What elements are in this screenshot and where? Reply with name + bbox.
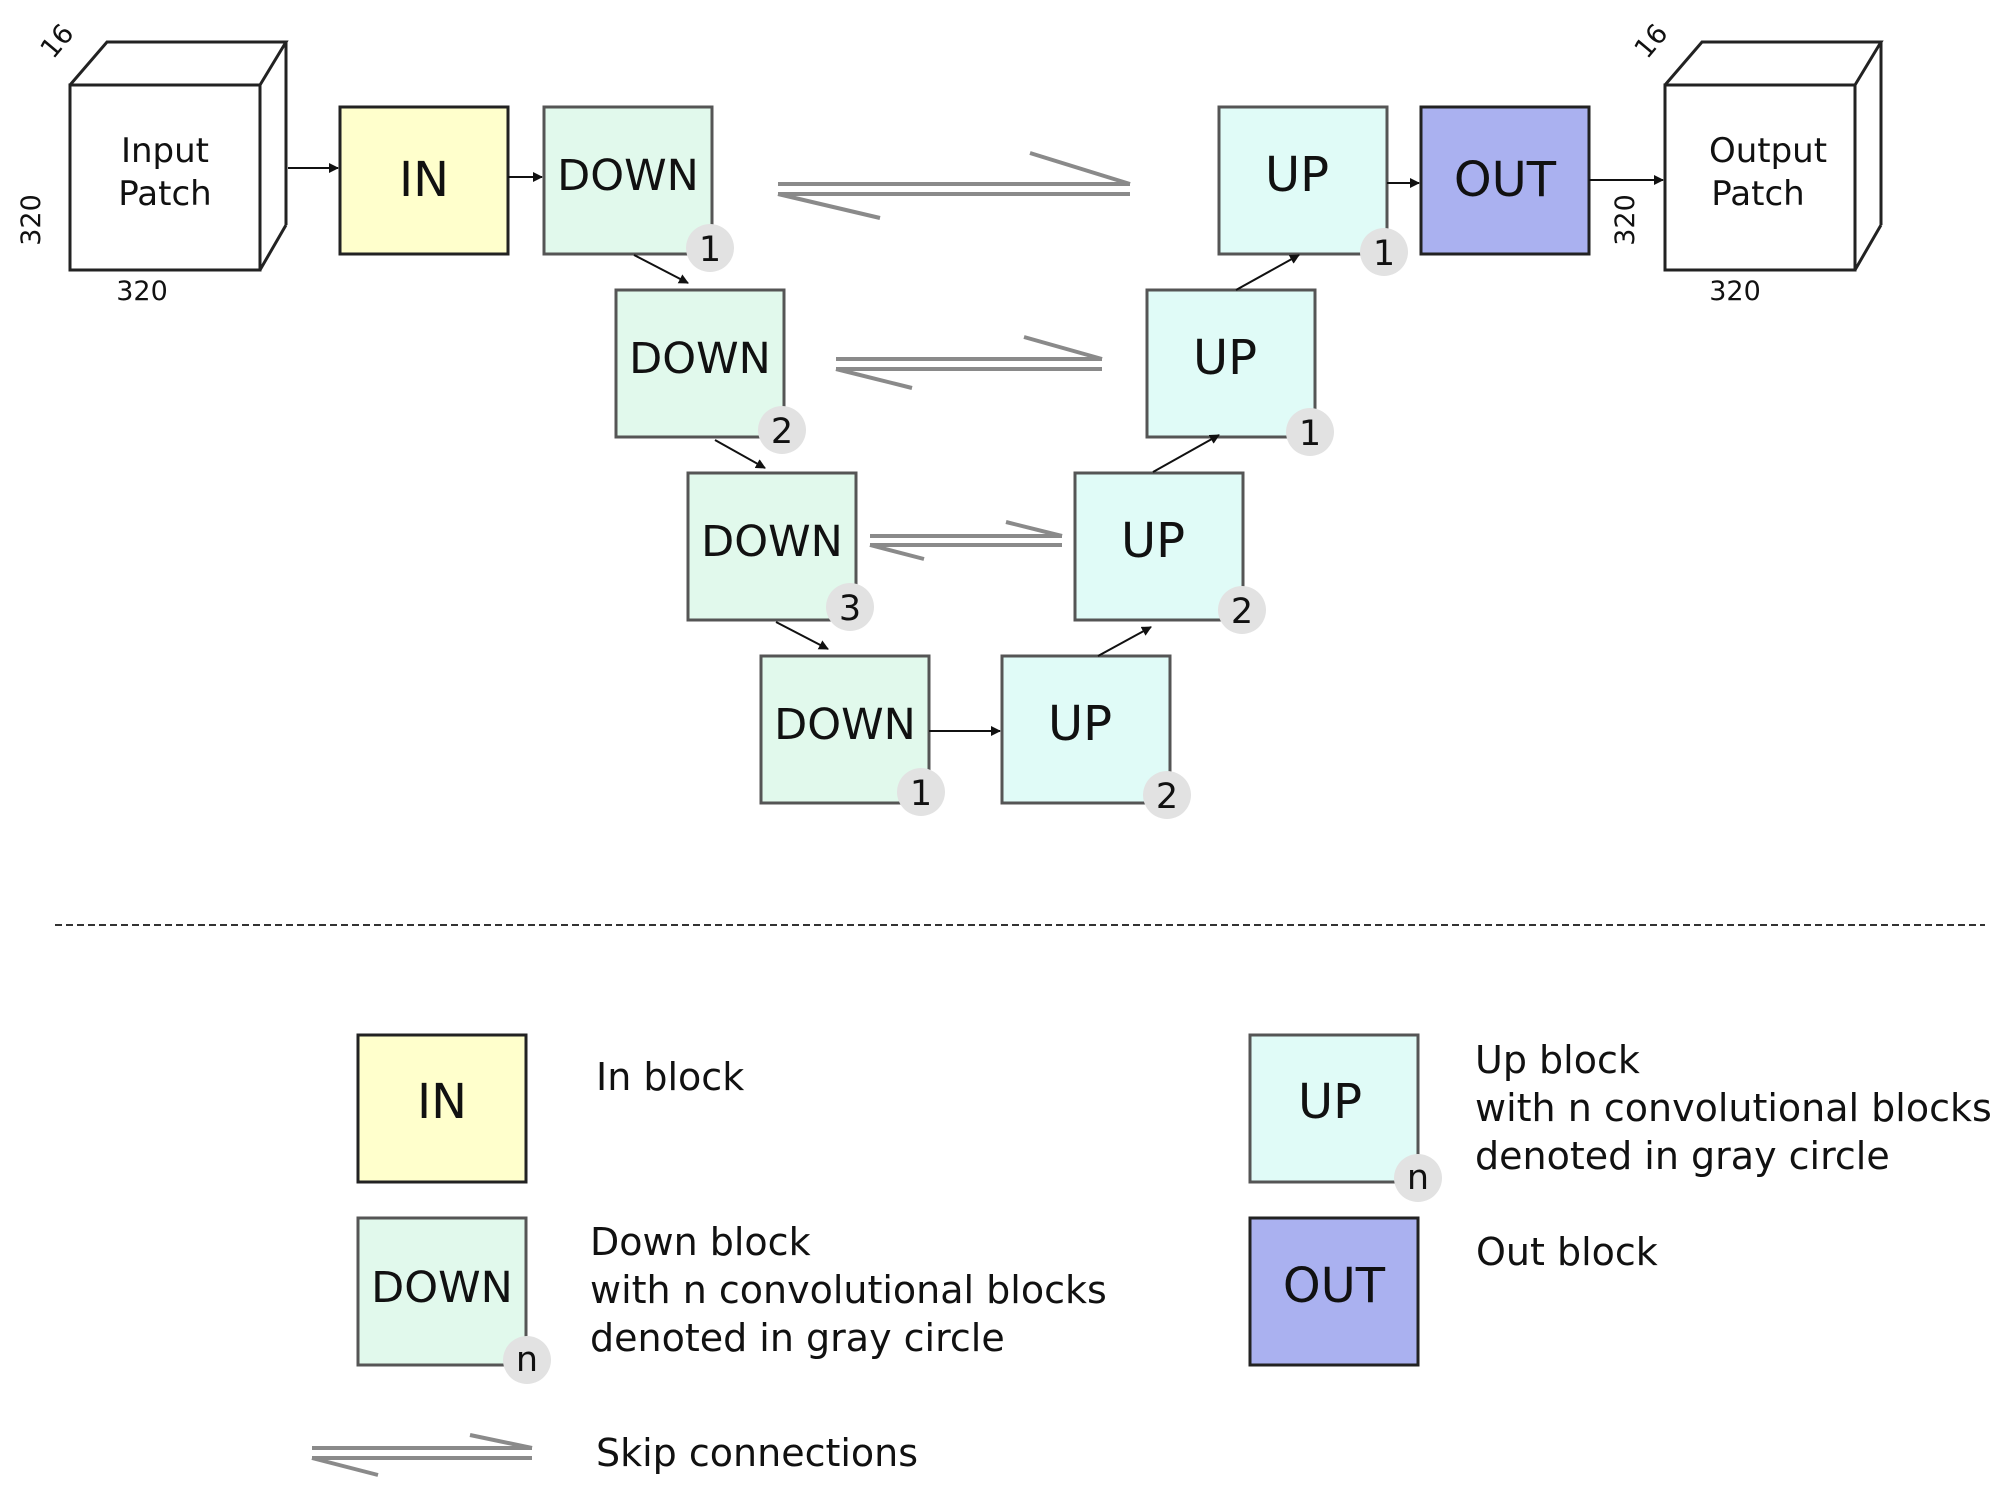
legend-up-badge-text: n [1407, 1158, 1429, 1198]
legend-out-swatch: OUT [1248, 1216, 1420, 1367]
output-patch-label-line2: Patch [1711, 174, 1804, 214]
input-patch-width-label: 320 [116, 276, 168, 307]
up-block-3: UP 2 [1073, 471, 1266, 634]
down-block-3-badge [826, 583, 874, 631]
down-block-1-count: 1 [699, 230, 721, 270]
legend: IN In block DOWN n Down block with n con… [311, 1033, 1992, 1477]
up-block-3-label: UP [1121, 513, 1185, 569]
output-patch-depth-label: 16 [1629, 18, 1675, 64]
down-block-2-badge [758, 406, 806, 454]
legend-in-label: IN [417, 1074, 467, 1130]
down-block-3: DOWN 3 [686, 471, 874, 631]
input-patch-cube-icon [68, 40, 289, 272]
skip-connection-1 [777, 151, 1131, 220]
legend-down-badge-text: n [516, 1340, 538, 1380]
legend-in-description: In block [596, 1055, 744, 1099]
output-patch-label-line1: Output [1709, 131, 1827, 171]
in-block-label: IN [399, 152, 449, 208]
legend-down-badge [503, 1336, 551, 1384]
up-block-1-label: UP [1265, 147, 1329, 203]
input-patch-label-line2: Patch [118, 174, 211, 214]
output-patch-cube-icon [1663, 40, 1884, 272]
legend-down-swatch: DOWN n [356, 1216, 551, 1384]
legend-up-label: UP [1298, 1074, 1362, 1130]
down-block-2-label: DOWN [629, 334, 771, 384]
out-block-label: OUT [1454, 152, 1557, 208]
up-block-bottom: UP 2 [1000, 654, 1191, 819]
up-block-bottom-label: UP [1048, 696, 1112, 752]
up-block-1: UP 1 [1217, 105, 1408, 276]
legend-down-line2: with n convolutional blocks [590, 1268, 1107, 1312]
down-block-4-badge [897, 768, 945, 816]
down-block-4-label: DOWN [774, 700, 916, 750]
input-patch: Input Patch 16 320 320 [16, 18, 289, 307]
skip-connection-2 [835, 335, 1103, 390]
up-block-3-count: 2 [1231, 592, 1253, 632]
down-block-3-count: 3 [839, 589, 861, 629]
out-block: OUT [1419, 105, 1591, 256]
up-block-bottom-count: 2 [1156, 777, 1178, 817]
legend-down-line3: denoted in gray circle [590, 1316, 1005, 1360]
arrow-down3-to-down4 [775, 621, 829, 650]
output-patch: Output Patch 16 320 320 [1610, 18, 1884, 307]
input-patch-label-line1: Input [121, 131, 209, 171]
arrow-up3-to-up2 [1152, 434, 1220, 473]
down-block-4: DOWN 1 [759, 654, 945, 816]
arrow-up2-to-up1 [1235, 254, 1300, 291]
legend-up-line3: denoted in gray circle [1475, 1134, 1890, 1178]
legend-down-line1: Down block [590, 1220, 811, 1264]
input-patch-depth-label: 16 [35, 18, 81, 64]
legend-up-line1: Up block [1475, 1038, 1640, 1082]
down-block-4-count: 1 [910, 774, 932, 814]
legend-up-line2: with n convolutional blocks [1475, 1086, 1992, 1130]
arrow-down1-to-down2 [633, 254, 689, 284]
legend-down-label: DOWN [371, 1263, 513, 1313]
legend-skip-description: Skip connections [596, 1431, 918, 1475]
up-block-2-count: 1 [1299, 414, 1321, 454]
in-block: IN [338, 105, 510, 256]
down-block-1: DOWN 1 [542, 105, 734, 272]
output-patch-height-label: 320 [1610, 194, 1641, 246]
skip-connections [777, 151, 1131, 561]
legend-in-swatch: IN [356, 1033, 528, 1184]
legend-up-swatch: UP n [1248, 1033, 1442, 1202]
down-block-3-label: DOWN [701, 517, 843, 567]
up-block-1-count: 1 [1373, 234, 1395, 274]
down-block-2-count: 2 [771, 412, 793, 452]
legend-up-badge [1394, 1154, 1442, 1202]
output-patch-width-label: 320 [1709, 276, 1761, 307]
up-block-3-badge [1218, 586, 1266, 634]
legend-out-label: OUT [1283, 1258, 1386, 1314]
input-patch-height-label: 320 [16, 194, 47, 246]
up-block-2-label: UP [1193, 330, 1257, 386]
skip-connection-3 [869, 520, 1063, 561]
arrow-down2-to-down3 [714, 439, 766, 469]
arrow-up-to-up3 [1097, 626, 1152, 657]
legend-skip-icon [311, 1433, 533, 1477]
down-block-2: DOWN 2 [614, 288, 806, 454]
down-block-1-badge [686, 224, 734, 272]
up-block-bottom-badge [1143, 771, 1191, 819]
up-block-2: UP 1 [1145, 288, 1334, 456]
up-block-1-badge [1360, 228, 1408, 276]
legend-out-description: Out block [1476, 1230, 1658, 1274]
down-block-1-label: DOWN [557, 151, 699, 201]
up-block-2-badge [1286, 408, 1334, 456]
flow-arrows [288, 163, 1664, 736]
